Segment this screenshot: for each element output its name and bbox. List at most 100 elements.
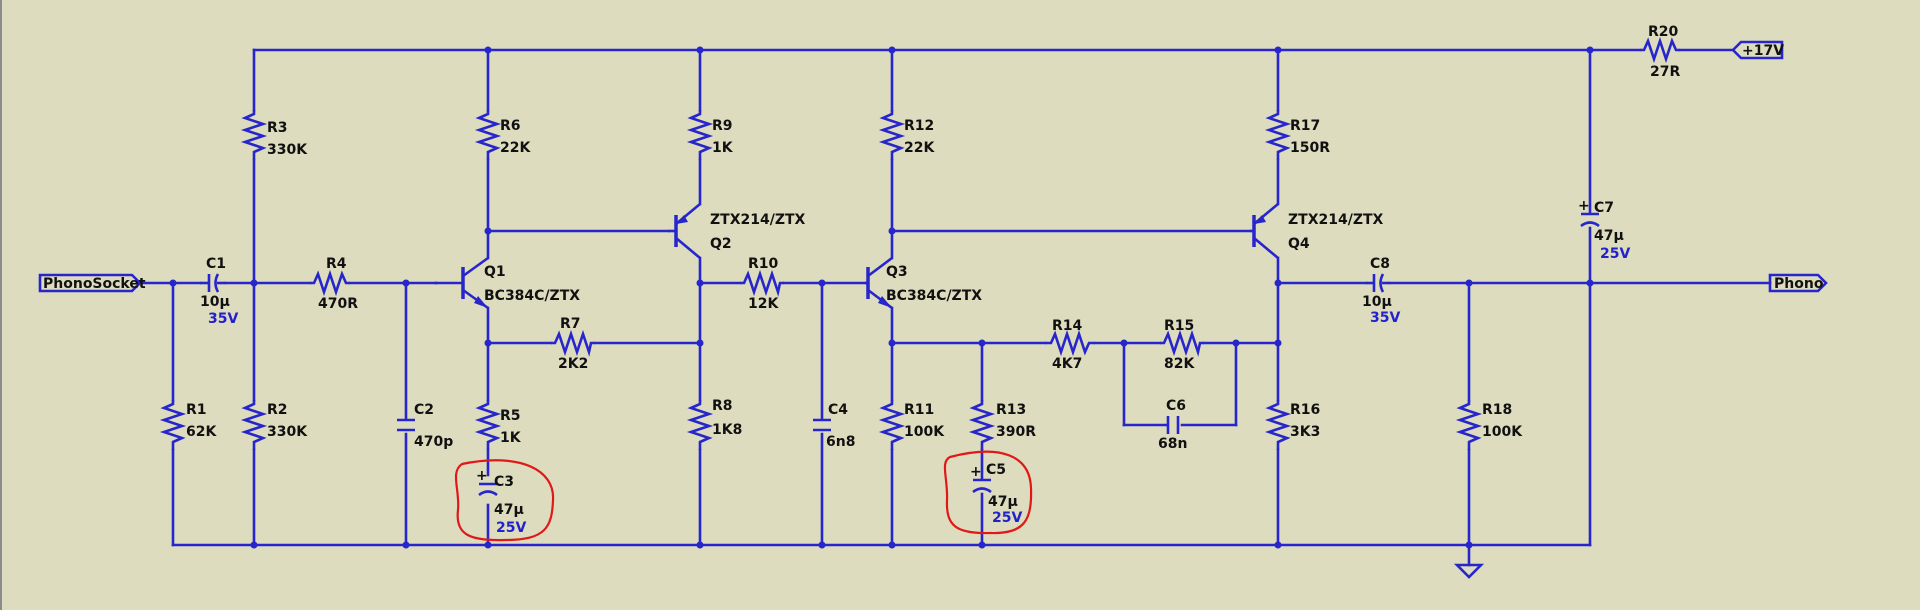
output-port-phono[interactable]: Phono — [1768, 273, 1828, 293]
output-port-label: Phono — [1774, 276, 1824, 292]
plus-sign: + — [1578, 198, 1590, 214]
resistor-r17[interactable]: R17 150R — [1264, 110, 1330, 160]
resistor-r20[interactable]: R20 27R — [1640, 24, 1680, 80]
resistor-r6[interactable]: R6 22K — [474, 110, 531, 160]
capacitor-ref: C4 — [828, 402, 848, 418]
resistor-r8[interactable]: R7 R8 1K8 — [686, 398, 742, 450]
transistor-model: BC384C/ZTX — [484, 288, 580, 304]
highlight-circle-c5 — [943, 450, 1033, 535]
resistor-r14[interactable]: R14 4K7 — [1045, 318, 1095, 372]
resistor-value: 100K — [904, 424, 945, 440]
resistor-ref: R14 — [1052, 318, 1083, 334]
capacitor-ref: C5 — [986, 462, 1006, 478]
transistor-ref: Q2 — [710, 236, 732, 252]
capacitor-rating: 35V — [208, 311, 238, 327]
resistor-ref: R15 — [1164, 318, 1194, 334]
capacitor-c6[interactable]: C6 68n — [1158, 398, 1187, 452]
resistor-ref: R17 — [1290, 118, 1320, 134]
capacitor-ref: C1 — [206, 256, 226, 272]
resistor-r5[interactable]: R5 1K — [474, 400, 522, 450]
resistor-ref: R11 — [904, 402, 934, 418]
capacitor-value: 470p — [414, 434, 453, 450]
resistor-value: 330K — [267, 424, 308, 440]
capacitor-c1[interactable]: C1 10µ 35V — [200, 256, 238, 327]
capacitor-value: 10µ — [200, 294, 230, 310]
supply-port-label: +17V — [1742, 43, 1784, 59]
resistor-ref: R13 — [996, 402, 1026, 418]
capacitor-rating: 25V — [1600, 246, 1630, 262]
resistor-r13[interactable]: R13 390R — [968, 400, 1036, 450]
transistor-q2[interactable]: ZTX214/ZTX Q2 — [668, 203, 806, 259]
capacitor-c8[interactable]: C8 10µ 35V — [1362, 256, 1400, 326]
capacitor-rating: 35V — [1370, 310, 1400, 326]
highlight-circle-c3 — [454, 459, 555, 542]
resistor-r9[interactable]: R9 1K — [686, 110, 734, 160]
capacitor-ref: C8 — [1370, 256, 1390, 272]
capacitor-rating: 25V — [992, 510, 1022, 526]
capacitor-value: 47µ — [988, 494, 1018, 510]
resistor-ref: R18 — [1482, 402, 1512, 418]
resistor-r16[interactable]: R16 3K3 — [1264, 400, 1320, 450]
resistor-r18[interactable]: R18 100K — [1455, 400, 1523, 450]
capacitor-ref: C2 — [414, 402, 434, 418]
capacitor-value: 47µ — [494, 502, 524, 518]
resistor-r12[interactable]: R12 22K — [878, 110, 935, 160]
capacitor-value: 6n8 — [826, 434, 855, 450]
resistor-r4[interactable]: R4 470R — [310, 256, 358, 312]
resistor-ref: R4 — [326, 256, 347, 272]
resistor-ref: R7 — [560, 316, 581, 332]
resistor-value: 82K — [1164, 356, 1195, 372]
resistor-r7[interactable]: R7 2K2 — [551, 316, 595, 372]
input-port-phonosocket[interactable]: PhonoSocket — [38, 273, 146, 293]
resistor-value: 22K — [500, 140, 531, 156]
transistor-q1[interactable]: Q1 BC384C/ZTX — [436, 256, 580, 310]
transistor-ref: Q1 — [484, 264, 506, 280]
resistor-value: 22K — [904, 140, 935, 156]
capacitor-c7[interactable]: + C7 47µ 25V — [1578, 198, 1630, 262]
junction-dots — [169, 46, 1594, 549]
plus-sign: + — [476, 468, 488, 484]
transistor-model: BC384C/ZTX — [886, 288, 982, 304]
transistor-ref: Q4 — [1288, 236, 1310, 252]
resistor-r2[interactable]: R2 330K — [240, 400, 308, 450]
resistor-r11[interactable]: R11 100K — [878, 400, 945, 450]
transistor-model: ZTX214/ZTX — [710, 212, 806, 228]
capacitor-ref: C6 — [1166, 398, 1186, 414]
resistor-ref: R8 — [712, 398, 733, 414]
input-port-label: PhonoSocket — [43, 276, 146, 292]
capacitor-c5[interactable]: + C5 47µ 25V — [970, 462, 1022, 526]
resistor-r10[interactable]: R10 12K — [740, 256, 784, 312]
resistor-r3[interactable]: R3 330K — [240, 110, 308, 160]
resistor-value: 150R — [1290, 140, 1330, 156]
wires — [138, 48, 1772, 567]
resistor-value: 12K — [748, 296, 779, 312]
resistor-value: 390R — [996, 424, 1036, 440]
transistor-q3[interactable]: Q3 BC384C/ZTX — [865, 256, 982, 310]
resistor-ref: R2 — [267, 402, 288, 418]
resistor-ref: R5 — [500, 408, 521, 424]
resistor-value: 1K — [500, 430, 522, 446]
resistor-r1[interactable]: R1 62K — [159, 400, 217, 450]
resistor-value: 100K — [1482, 424, 1523, 440]
resistor-value: 470R — [318, 296, 358, 312]
capacitor-c4[interactable]: C4 6n8 — [813, 402, 855, 450]
capacitor-rating: 25V — [496, 520, 526, 536]
resistor-ref: R6 — [500, 118, 521, 134]
capacitor-c3[interactable]: + C3 47µ 25V — [476, 468, 526, 536]
capacitor-ref: C3 — [494, 474, 514, 490]
resistor-r15[interactable]: R15 82K — [1160, 318, 1204, 372]
transistor-model: ZTX214/ZTX — [1288, 212, 1384, 228]
resistor-value: 2K2 — [558, 356, 588, 372]
capacitor-c2[interactable]: C2 470p — [397, 402, 453, 450]
capacitor-value: 68n — [1158, 436, 1187, 452]
resistor-value: 4K7 — [1052, 356, 1082, 372]
resistor-ref: R3 — [267, 120, 288, 136]
transistor-q4[interactable]: ZTX214/ZTX Q4 — [1250, 203, 1384, 259]
resistor-value: 27R — [1650, 64, 1680, 80]
resistor-ref: R10 — [748, 256, 779, 272]
capacitor-value: 10µ — [1362, 294, 1392, 310]
supply-port-17v[interactable]: +17V — [1731, 40, 1784, 60]
resistor-value: 3K3 — [1290, 424, 1320, 440]
capacitor-value: 47µ — [1594, 228, 1624, 244]
